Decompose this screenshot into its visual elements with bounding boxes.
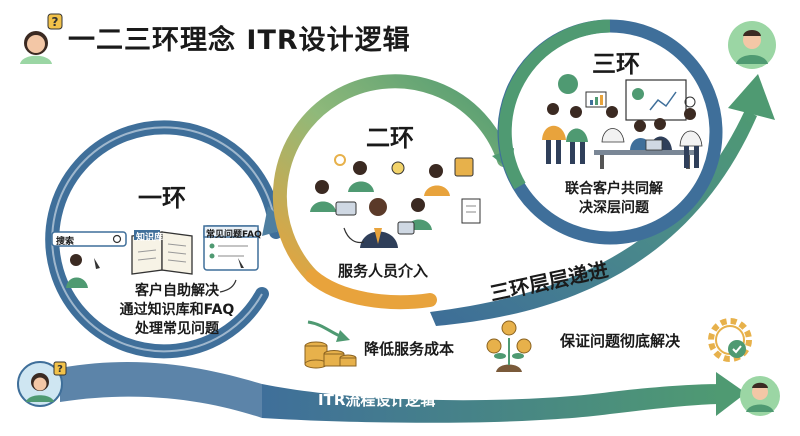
cost-arrowhead [336, 330, 350, 342]
bottom-right-avatar [740, 376, 780, 416]
ring2-agents-illustration [310, 154, 481, 248]
ring3-caption-line: 联合客户共同解 [565, 181, 663, 197]
ring1-user [66, 254, 100, 288]
resolve-label: 保证问题彻底解决 [560, 332, 681, 350]
flow-label: ITR流程设计逻辑 [318, 391, 436, 409]
ring1-title: 一环 [138, 184, 186, 212]
ring3-caption: 联合客户共同解 决深层问题 [554, 180, 674, 218]
search-bar [51, 231, 127, 247]
svg-text:?: ? [52, 15, 59, 29]
ring2-circle [272, 74, 511, 283]
page-title: 一二三环理念 ITR设计逻辑 [68, 25, 411, 56]
flow-ribbon [60, 362, 262, 418]
title-avatar: ? [20, 13, 63, 64]
ring3-team-illustration [542, 74, 703, 169]
ring2-caption: 服务人员介入 [338, 262, 429, 280]
ring1-caption-line: 通过知识库和FAQ [119, 302, 235, 318]
ring1-caption-line: 客户自助解决 [135, 283, 219, 299]
ring1-curved-arrow [219, 279, 237, 293]
faq-window-icon [203, 225, 259, 271]
ring3-caption-line: 决深层问题 [579, 200, 649, 216]
search-placeholder: 搜索 [56, 237, 75, 247]
top-right-avatar [728, 21, 776, 69]
ring2-lower [305, 269, 437, 310]
svg-text:?: ? [57, 364, 63, 375]
ring1-highlight [51, 126, 277, 353]
ring3-green-arc [498, 19, 611, 190]
coins-icon [304, 341, 357, 369]
gear-check-icon [708, 318, 752, 362]
knowledge-base-label: 知识库 [136, 233, 164, 243]
bottom-left-avatar: ? [17, 361, 67, 407]
faq-label: 常见问题FAQ [206, 230, 262, 240]
ring1-caption: 客户自助解决 通过知识库和FAQ 处理常见问题 [102, 282, 252, 339]
ring1-caption-line: 处理常见问题 [135, 321, 219, 337]
ring2-title: 二环 [366, 124, 414, 152]
flow-ribbon-main [262, 384, 722, 423]
progress-swoosh [430, 110, 757, 326]
ring3-title: 三环 [592, 50, 640, 78]
progress-arrowhead [728, 74, 775, 120]
cost-arrow [307, 320, 341, 338]
knowledge-book-icon [131, 230, 193, 275]
cost-label: 降低服务成本 [364, 340, 455, 358]
flow-arrowhead [716, 372, 746, 416]
money-plant-icon [486, 320, 532, 372]
